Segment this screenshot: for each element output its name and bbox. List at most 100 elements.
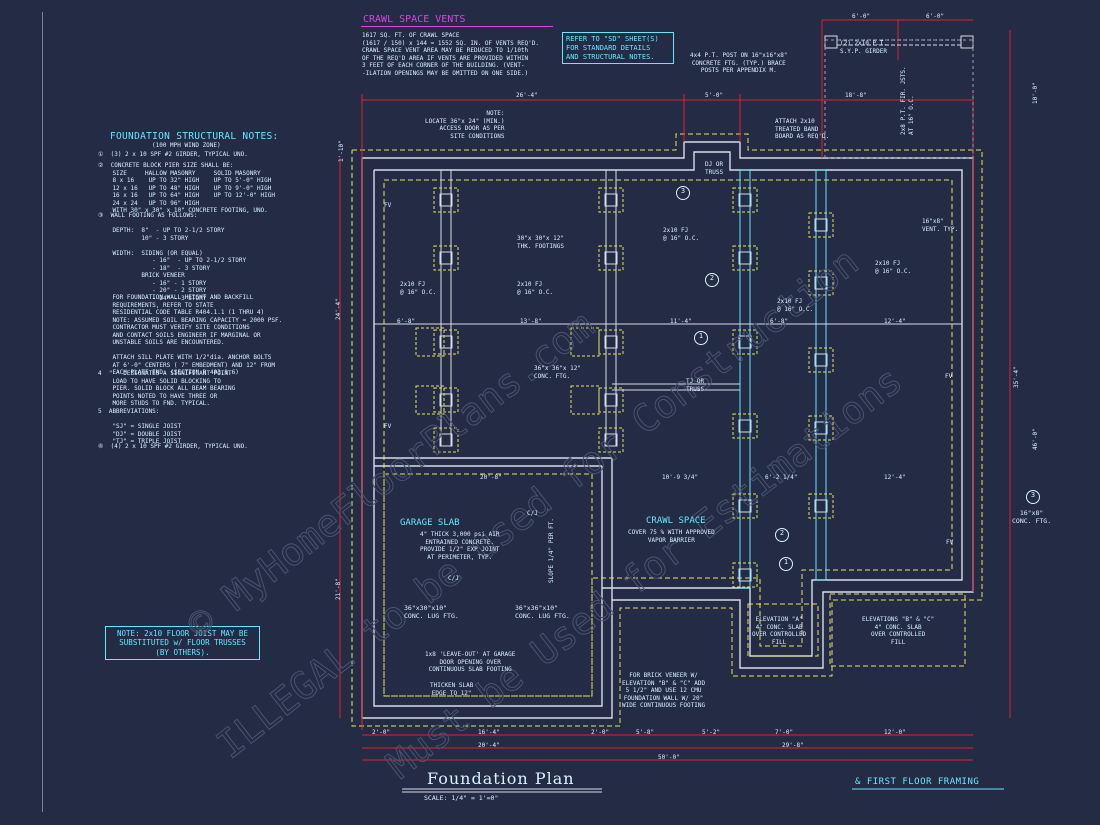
pier-footing-2 [433, 245, 459, 271]
dim-bottom-9: 29'-8" [782, 742, 804, 749]
pier-footing-1 [433, 187, 459, 213]
pier-footing-13 [732, 329, 758, 355]
lug-ftg-label-2: 36"x36"x10" CONC. LUG FTG. [515, 604, 570, 621]
vents-heading: CRAWL SPACE VENTS [363, 14, 466, 25]
garage-slab-title: GARAGE SLAB [400, 518, 460, 528]
note-item-2: ② CONCRETE BLOCK PIER SIZE SHALL BE: SIZ… [98, 162, 276, 214]
post-label: 4x4 P.T. POST ON 16"x16"x8" CONCRETE FTG… [690, 52, 788, 74]
dim-top-3: 18'-8" [845, 92, 867, 99]
dim-bottom-1: 2'-0" [372, 729, 391, 736]
band-label: ATTACH 2x10 TREATED BAND BOARD AS REQ'D. [775, 118, 830, 140]
pier-footing-16 [732, 562, 758, 588]
dim-left-1: 1'-10" [338, 140, 345, 162]
dim-right-1: 10'-0" [1032, 82, 1039, 104]
dim-top-1: 26'-4" [516, 92, 538, 99]
dim-inner-8: 6'-2 1/4" [765, 474, 798, 481]
pier-footing-12 [732, 245, 758, 271]
pier-footing-11 [732, 187, 758, 213]
fv-label-2: FV [384, 423, 392, 430]
elev-a-footing [747, 603, 819, 657]
tj-label: TJ OR TRUSS [686, 378, 705, 393]
pier-footing-9 [598, 387, 624, 413]
plan-title: Foundation Plan [427, 769, 575, 788]
thicken-label: THICKEN SLAB EDGE TO 12" [430, 682, 474, 697]
note-item-4: 4 " " DESIGNATES A SIGNIFICANT POINT LOA… [98, 370, 236, 407]
elev-a-label: ELEVATION "A" 4" CONC. SLAB OVER CONTROL… [752, 616, 807, 646]
dim-bottom-4: 5'-8" [636, 729, 655, 736]
slope-label: SLOPE 1/4" PER FT. [548, 517, 555, 583]
dim-bottom-8: 20'-4" [478, 742, 500, 749]
pier-footing-14 [732, 413, 758, 439]
notes-heading: FOUNDATION STRUCTURAL NOTES: [110, 131, 279, 142]
dim-left-2: 24'-4" [335, 298, 342, 320]
pier-block-7 [604, 251, 618, 265]
pier-footing-3 [433, 329, 459, 355]
vents-heading-underline [361, 26, 553, 27]
pier-block-13 [738, 335, 752, 349]
garage-slab-body: 4" THICK 3,000 psi AIR ENTRAINED CONCRET… [420, 531, 500, 561]
footing-outline [351, 133, 983, 727]
porch-post-left [824, 35, 838, 49]
dj-label: DJ OR TRUSS [705, 161, 724, 176]
elev-bc-label: ELEVATIONS "B" & "C" 4" CONC. SLAB OVER … [862, 616, 935, 646]
pier-block-12 [738, 251, 752, 265]
dim-top-2: 5'-0" [705, 92, 724, 99]
lug-ftg-label-1: 36"x30"x10" CONC. LUG FTG. [404, 604, 459, 621]
dim-inner-3: 11'-4" [670, 318, 692, 325]
pier-footing-6 [598, 187, 624, 213]
porch-post-right [960, 35, 974, 49]
pier-footing-24 [570, 327, 600, 357]
plan-scale: SCALE: 1/4" = 1'=0" [424, 794, 499, 802]
footing-inner [383, 179, 953, 697]
girder-2 [605, 169, 617, 447]
dim-right-2: 35'-4" [1013, 366, 1020, 388]
dim-inner-4: 6'-8" [770, 318, 789, 325]
pier-block-5 [439, 433, 453, 447]
sheet-border-line [42, 12, 43, 812]
fv-label-1: FV [384, 202, 392, 209]
refer-box: REFER TO "SD" SHEET(S) FOR STANDARD DETA… [562, 32, 674, 64]
pier-footing-22 [415, 327, 445, 357]
dim-inner-6: 20'-8" [480, 474, 502, 481]
pier-block-4 [439, 393, 453, 407]
conc-ftg-36-label: 36"x 36"x 12" CONC. FTG. [534, 365, 581, 380]
dim-left-3: 21'-8" [335, 578, 342, 600]
note-item-3-cont: FOR FOUNDATION WALL HEIGHT AND BACKFILL … [112, 294, 283, 376]
pier-footing-17 [808, 212, 834, 238]
pier-block-21 [814, 499, 828, 513]
fj-label-3: 2x10 FJ @ 16" O.C. [517, 281, 554, 296]
dim-bottom-10: 50'-0" [658, 754, 680, 761]
pier-block-18 [814, 276, 828, 290]
fv-label-4: FV [946, 539, 954, 546]
girder-4 [815, 169, 827, 581]
dim-right-3: 46'-0" [1032, 428, 1039, 450]
note-item-6: ⑥ (4) 2 x 10 SPF #2 GIRDER, TYPICAL UNO. [98, 443, 248, 450]
dim-inner-5: 12'-4" [884, 318, 906, 325]
pier-footing-4 [433, 387, 459, 413]
girder-3 [739, 169, 751, 589]
note-item-1: ① (3) 2 x 10 SPF #2 GIRDER, TYPICAL UNO. [98, 151, 248, 158]
elev-bc-footing [829, 593, 966, 667]
inner-wall-outline [373, 151, 963, 707]
slab-footing [383, 473, 593, 697]
dim-bottom-6: 7'-0" [775, 729, 794, 736]
conc-ftg-16-label: 16"x8" CONC. FTG. [1012, 509, 1052, 526]
pier-block-6 [604, 193, 618, 207]
pier-footing-19 [808, 347, 834, 373]
dim-bottom-7: 12'-0" [884, 729, 906, 736]
cj-label-2: C/J [448, 575, 459, 582]
pier-block-8 [604, 335, 618, 349]
fj-label-2: 2x10 FJ @ 16" O.C. [400, 281, 437, 296]
pier-block-2 [439, 251, 453, 265]
pier-block-3 [439, 335, 453, 349]
cj-label-1: C/J [527, 510, 538, 517]
truss-note-box: NOTE: 2x10 FLOOR JOIST MAY BE SUBSTITUTE… [105, 626, 260, 660]
vent-label: 16"x8" VENT. TYP. [922, 218, 959, 233]
outer-wall-outline [361, 141, 974, 719]
note-item-5: 5 ABBREVIATIONS: "SJ" = SINGLE JOIST "DJ… [98, 408, 182, 445]
dim-top-4: 6'-0" [852, 13, 871, 20]
dim-inner-7: 10'-9 3/4" [662, 474, 699, 481]
pier-footing-15 [732, 493, 758, 519]
pier-footing-10 [598, 427, 624, 453]
